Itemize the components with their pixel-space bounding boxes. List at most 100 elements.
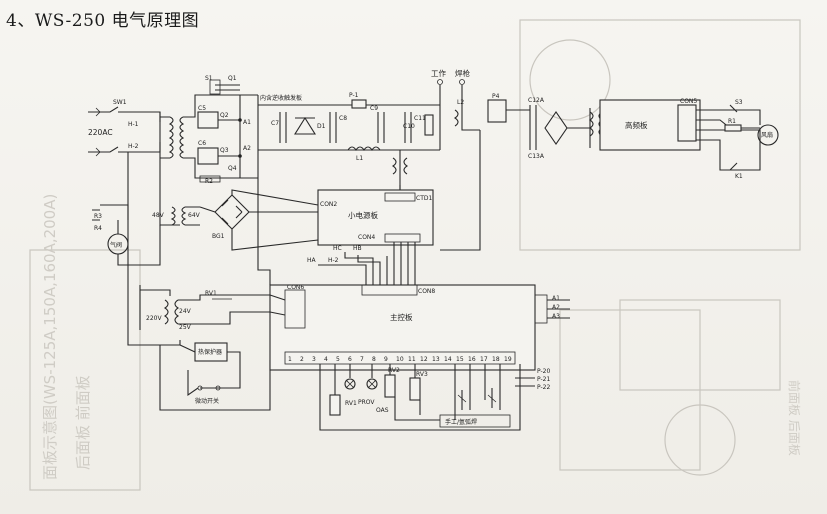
aux-supply: 48V 64V BG1 — [152, 189, 319, 251]
r4-label: R4 — [94, 225, 102, 232]
c8-label: C8 — [339, 115, 347, 122]
d1-label: D1 — [317, 123, 326, 130]
trigger-board-label: 内含逆收触发板 — [260, 94, 302, 102]
bridge-label: BG1 — [212, 233, 225, 240]
con5-label: CON5 — [680, 98, 697, 105]
main-board-pin: 11 — [408, 356, 416, 363]
v24-label: 24V — [179, 308, 192, 315]
q1-label: Q1 — [228, 75, 237, 82]
main-board-pin: 14 — [444, 356, 452, 363]
p4-label: P4 — [492, 93, 500, 100]
a2-out-label: A2 — [552, 304, 560, 311]
r2-label: R2 — [205, 178, 213, 185]
rv2-label: RV2 — [388, 367, 400, 374]
front-panel-controls: RV1 PROV OAS RV2 RV3 手工/氩弧焊 P-20 P-21 — [319, 364, 550, 431]
small-power-board-label: 小电源板 — [348, 210, 378, 220]
work-label: 工作 — [431, 68, 446, 78]
k1-label: K1 — [735, 173, 743, 180]
a1-label: A1 — [243, 119, 251, 126]
con8-label: CON8 — [418, 288, 435, 295]
main-board-pin: 16 — [468, 356, 476, 363]
rv1-label: RV1 — [205, 290, 217, 297]
input-section: 220AC SW1 H-1 H-2 — [88, 99, 161, 220]
r1-label: R1 — [728, 118, 736, 125]
c5-label: C5 — [198, 105, 206, 112]
hc-label: HC — [333, 245, 342, 252]
main-board-pin: 12 — [420, 356, 428, 363]
main-board-pin: 8 — [372, 356, 376, 363]
svg-text:面板示意图(WS-125A,150A,160A,200A): 面板示意图(WS-125A,150A,160A,200A) — [41, 194, 59, 480]
oas-label: OAS — [376, 407, 389, 414]
main-board-pin: 10 — [396, 356, 404, 363]
a1-out-label: A1 — [552, 295, 560, 302]
control-transformer: 220V 24V 25V RV1 — [127, 220, 270, 346]
input-voltage-label: 220AC — [88, 128, 113, 137]
v64-label: 64V — [188, 212, 201, 219]
p21-label: P-21 — [537, 376, 550, 383]
h2-label: H-2 — [128, 143, 139, 150]
main-board-pin: 4 — [324, 356, 328, 363]
hb-label: HB — [353, 245, 362, 252]
main-board-pin: 15 — [456, 356, 464, 363]
main-board-pin: 19 — [504, 356, 512, 363]
ctd-label: CTD1 — [416, 195, 432, 202]
rv3-label: RV3 — [416, 371, 428, 378]
c7-label: C7 — [271, 120, 279, 127]
trigger-board: 内含逆收触发板 C7 D1 C8 P-1 L1 C9 C10 C11 — [258, 92, 441, 190]
q2-label: Q2 — [220, 112, 229, 119]
main-board-pin: 7 — [360, 356, 364, 363]
v25-label: 25V — [179, 324, 192, 331]
background-bleedthrough: 面板示意图(WS-125A,150A,160A,200A) 后面板 前面板 前面… — [29, 19, 802, 491]
main-board-pin: 3 — [312, 356, 316, 363]
c6-label: C6 — [198, 140, 206, 147]
s1-label: S1 — [205, 75, 213, 82]
output-section: 工作 焊枪 L2 P4 C12A C13A 高频板 CON5 R1 — [431, 68, 779, 251]
main-board-pin: 5 — [336, 356, 340, 363]
protection-loop: 热保护器 微动开关 — [159, 342, 271, 411]
a2-label: A2 — [243, 145, 251, 152]
c9-label: C9 — [370, 105, 378, 112]
c13a-label: C13A — [528, 153, 545, 160]
svg-text:前面板 后面板: 前面板 后面板 — [787, 380, 802, 456]
svg-text:后面板 前面板: 后面板 前面板 — [74, 375, 92, 470]
c10-label: C10 — [403, 123, 415, 130]
micro-switch-label: 微动开关 — [195, 397, 219, 405]
p22-label: P-22 — [537, 384, 550, 391]
temp-relay-label: 热保护器 — [198, 348, 222, 356]
main-board-pin: 6 — [348, 356, 352, 363]
c12a-label: C12A — [528, 97, 545, 104]
l2-label: L2 — [457, 99, 464, 106]
page-title: 4、WS-250 电气原理图 — [6, 11, 200, 31]
l1-label: L1 — [356, 155, 363, 162]
a3-out-label: A3 — [552, 313, 560, 320]
q4-label: Q4 — [228, 165, 237, 172]
con6-label: CON6 — [287, 284, 304, 291]
con4-label: CON4 — [358, 234, 375, 241]
p20-label: P-20 — [537, 368, 550, 375]
v48-label: 48V — [152, 212, 165, 219]
feed-wires — [257, 178, 286, 316]
s3-label: S3 — [735, 99, 743, 106]
c11-label: C11 — [414, 115, 426, 122]
main-board-pin: 2 — [300, 356, 304, 363]
weld-label: 焊枪 — [455, 68, 470, 78]
hand-arc-label: 手工/氩弧焊 — [445, 418, 477, 426]
fan-label: 风扇 — [761, 131, 773, 139]
con2-label: CON2 — [320, 201, 337, 208]
hf-board-label: 高频板 — [625, 120, 648, 130]
main-board-pin: 1 — [288, 356, 292, 363]
main-board-pin: 9 — [384, 356, 388, 363]
con8-harness: HA HC HB H-2 — [307, 242, 416, 285]
valve-label: 气阀 — [110, 241, 122, 249]
switch-label: SW1 — [113, 99, 127, 106]
h1-label: H-1 — [128, 121, 139, 128]
q3-label: Q3 — [220, 147, 229, 154]
p1-label: P-1 — [349, 92, 359, 99]
v220-label: 220V — [146, 315, 162, 322]
r3-label: R3 — [94, 213, 102, 220]
rv1-panel-label: RV1 — [345, 400, 357, 407]
